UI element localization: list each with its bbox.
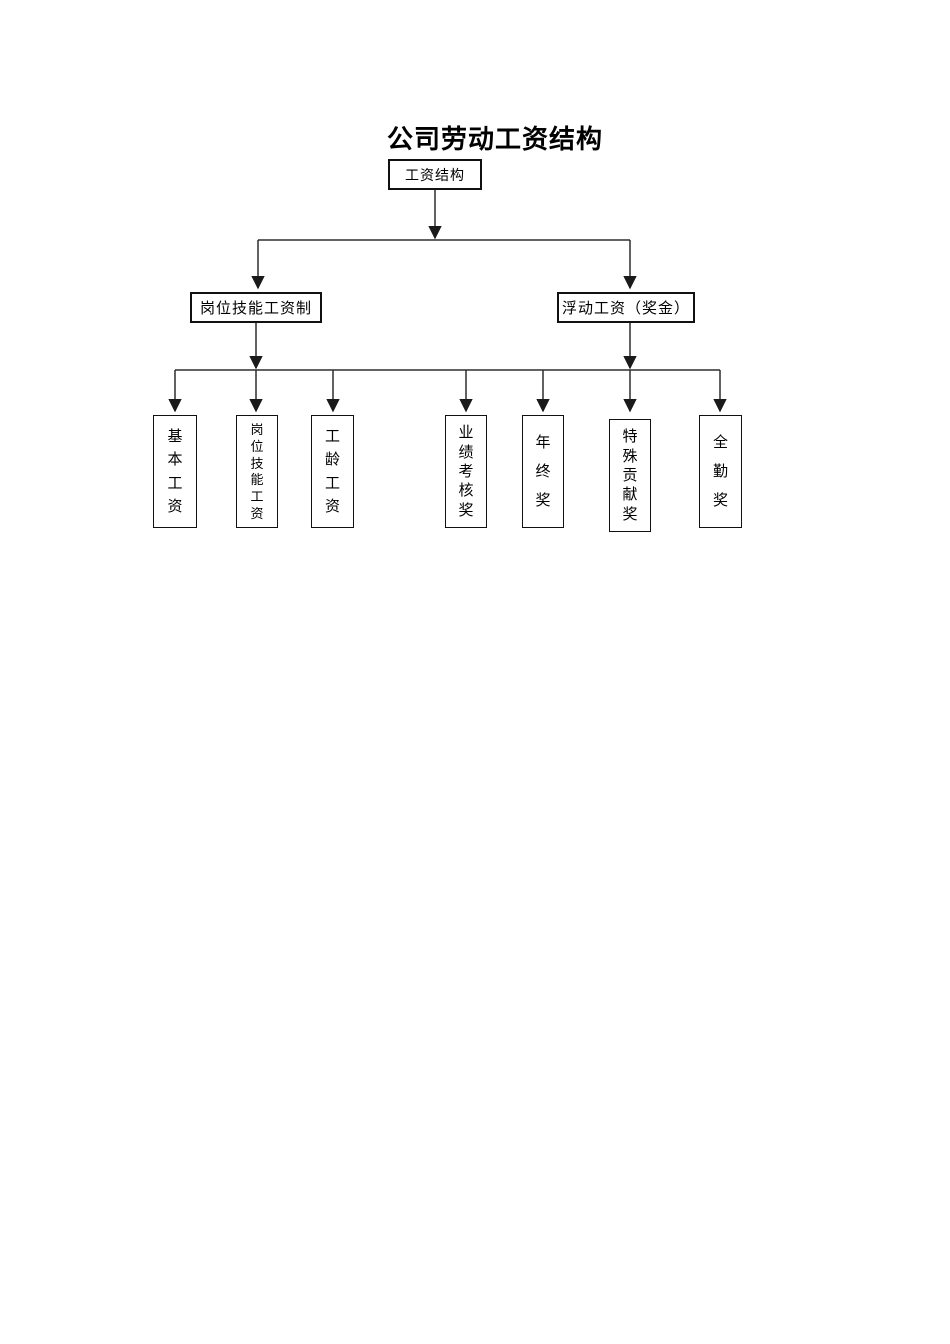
node-floating-wage-bonus: 浮动工资（奖金） — [557, 292, 695, 323]
node-full-attendance-award: 全勤奖 — [699, 415, 742, 528]
node-seniority-wage: 工龄工资 — [311, 415, 354, 528]
node-special-contribution-award: 特殊贡献奖 — [609, 419, 651, 532]
node-year-end-bonus: 年终奖 — [522, 415, 564, 528]
node-post-skill-wage-system: 岗位技能工资制 — [190, 292, 322, 323]
node-wage-structure: 工资结构 — [388, 159, 482, 190]
diagram-title: 公司劳动工资结构 — [386, 124, 603, 154]
node-performance-award: 业绩考核奖 — [445, 415, 487, 528]
node-basic-wage: 基本工资 — [153, 415, 197, 528]
node-post-skill-wage: 岗位技能工资 — [236, 415, 278, 528]
